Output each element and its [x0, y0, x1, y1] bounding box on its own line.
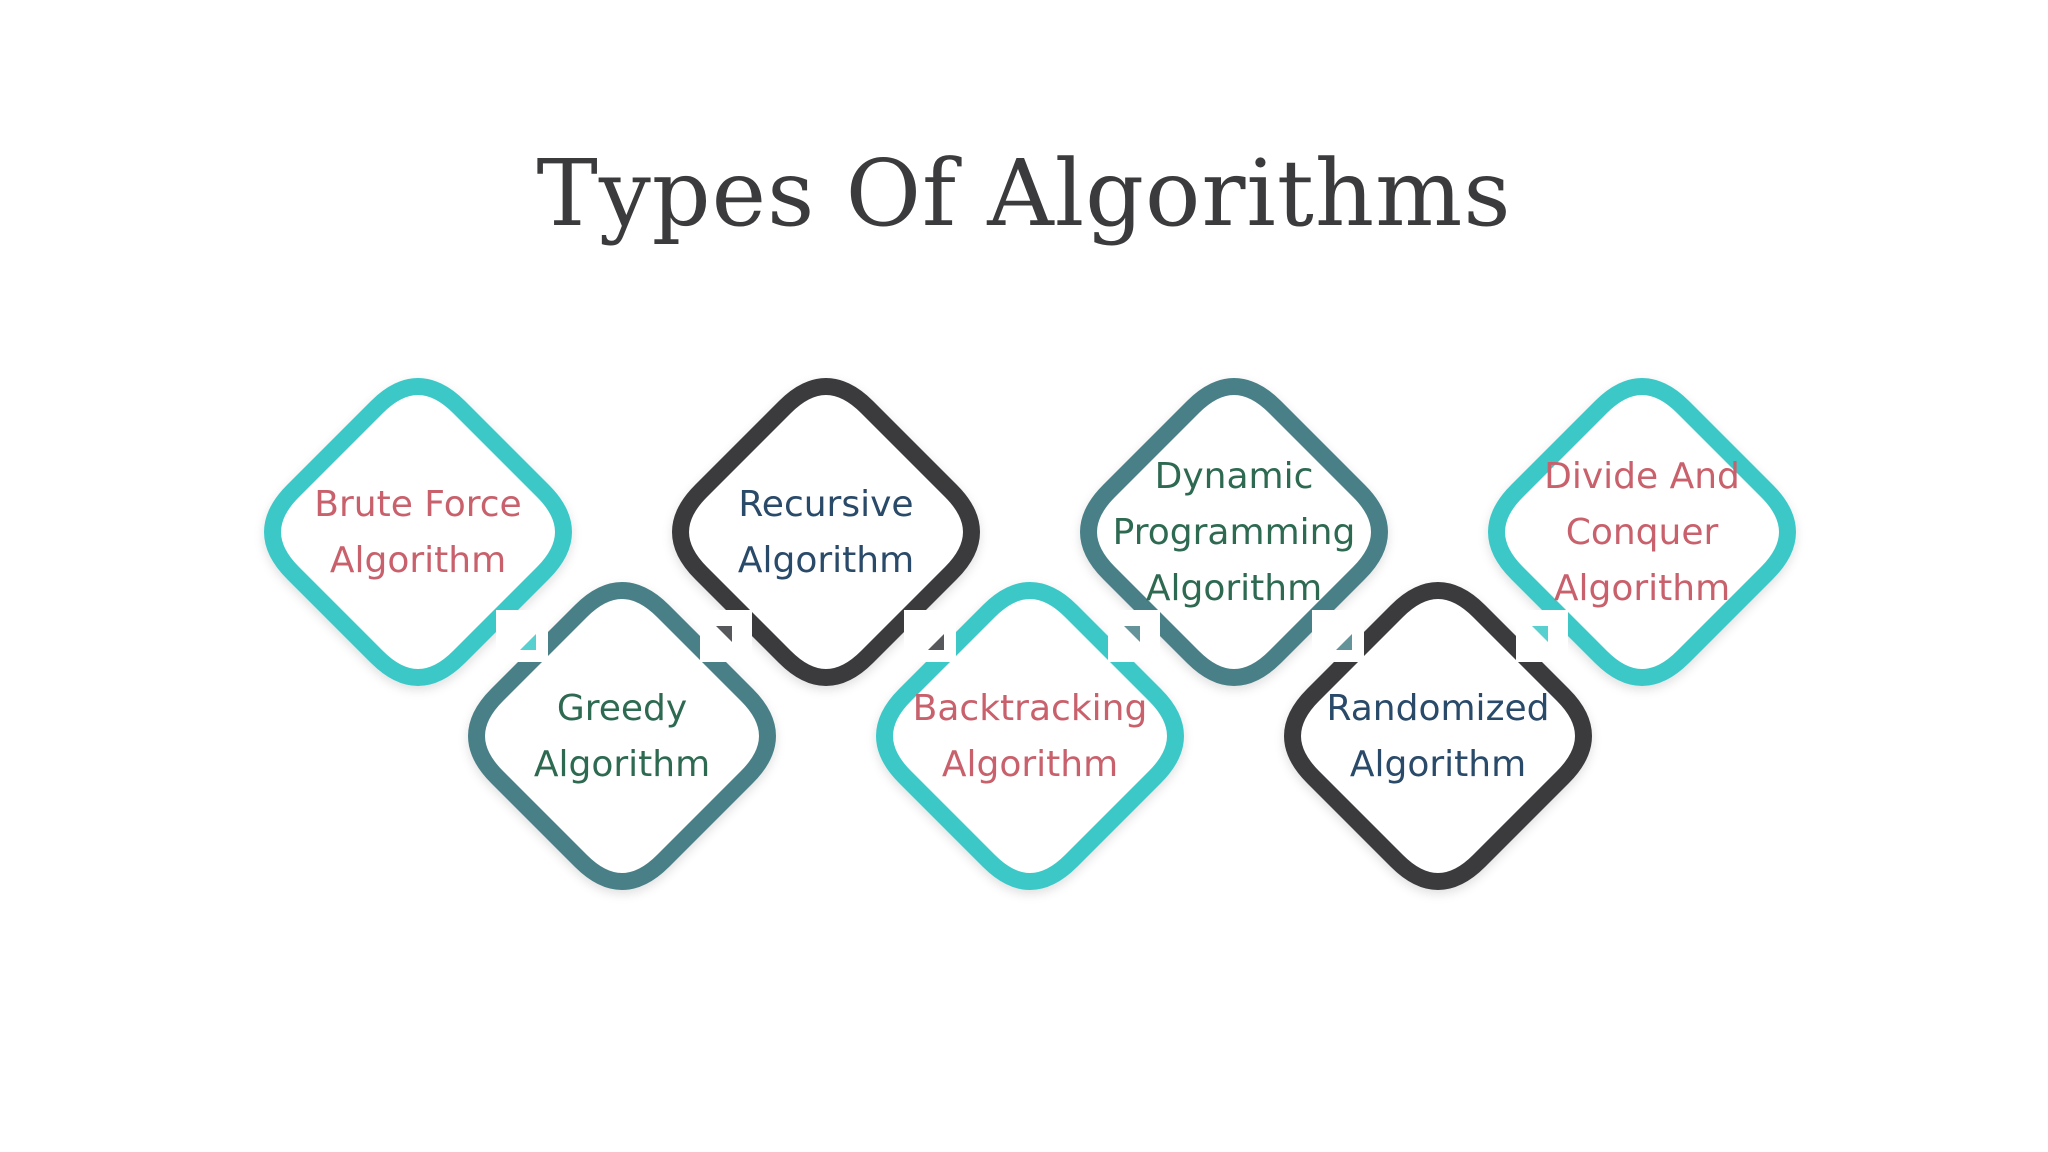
diamond-frame	[1284, 582, 1592, 890]
algorithm-node-backtracking	[876, 582, 1184, 890]
link-corner-marker	[904, 610, 956, 662]
algorithm-node-recursive	[672, 378, 980, 686]
link-corner-marker	[496, 610, 548, 662]
algorithm-node-label: Greedy	[557, 688, 687, 729]
algorithm-node-label: Backtracking	[913, 688, 1148, 729]
page-title: Types Of Algorithms	[536, 140, 1512, 247]
algorithm-node-label: Brute Force	[314, 484, 521, 525]
link-corner-marker	[1312, 610, 1364, 662]
diamond-frame	[672, 378, 980, 686]
algorithm-node-label: Algorithm	[1554, 568, 1730, 609]
diamond-frame	[468, 582, 776, 890]
algorithm-node-label: Algorithm	[1146, 568, 1322, 609]
link-corner-marker	[1516, 610, 1568, 662]
algorithm-node-brute-force	[264, 378, 572, 686]
algorithm-node-label: Randomized	[1327, 688, 1550, 729]
link-corner-marker	[1108, 610, 1160, 662]
algorithm-node-label: Dynamic	[1155, 456, 1314, 497]
algorithm-node-greedy	[468, 582, 776, 890]
algorithm-node-dynamic-programming	[1080, 378, 1388, 686]
diamond-frame	[264, 378, 572, 686]
diamond-frame	[1080, 378, 1388, 686]
link-corner-marker	[700, 610, 752, 662]
algorithm-node-label: Algorithm	[942, 744, 1118, 785]
algorithm-node-label: Algorithm	[738, 540, 914, 581]
algorithm-node-label: Recursive	[738, 484, 913, 525]
diamond-frame	[876, 582, 1184, 890]
algorithm-node-label: Conquer	[1566, 512, 1719, 553]
algorithm-node-label: Algorithm	[1350, 744, 1526, 785]
algorithm-node-label: Algorithm	[534, 744, 710, 785]
algorithm-node-label: Programming	[1113, 512, 1356, 553]
diagram-nodes: Brute ForceAlgorithmGreedyAlgorithmRecur…	[264, 378, 1796, 890]
algorithm-node-divide-and-conquer	[1488, 378, 1796, 686]
algorithm-node-randomized	[1284, 582, 1592, 890]
diamond-frame	[1488, 378, 1796, 686]
algorithm-node-label: Divide And	[1544, 456, 1740, 497]
algorithm-node-label: Algorithm	[330, 540, 506, 581]
